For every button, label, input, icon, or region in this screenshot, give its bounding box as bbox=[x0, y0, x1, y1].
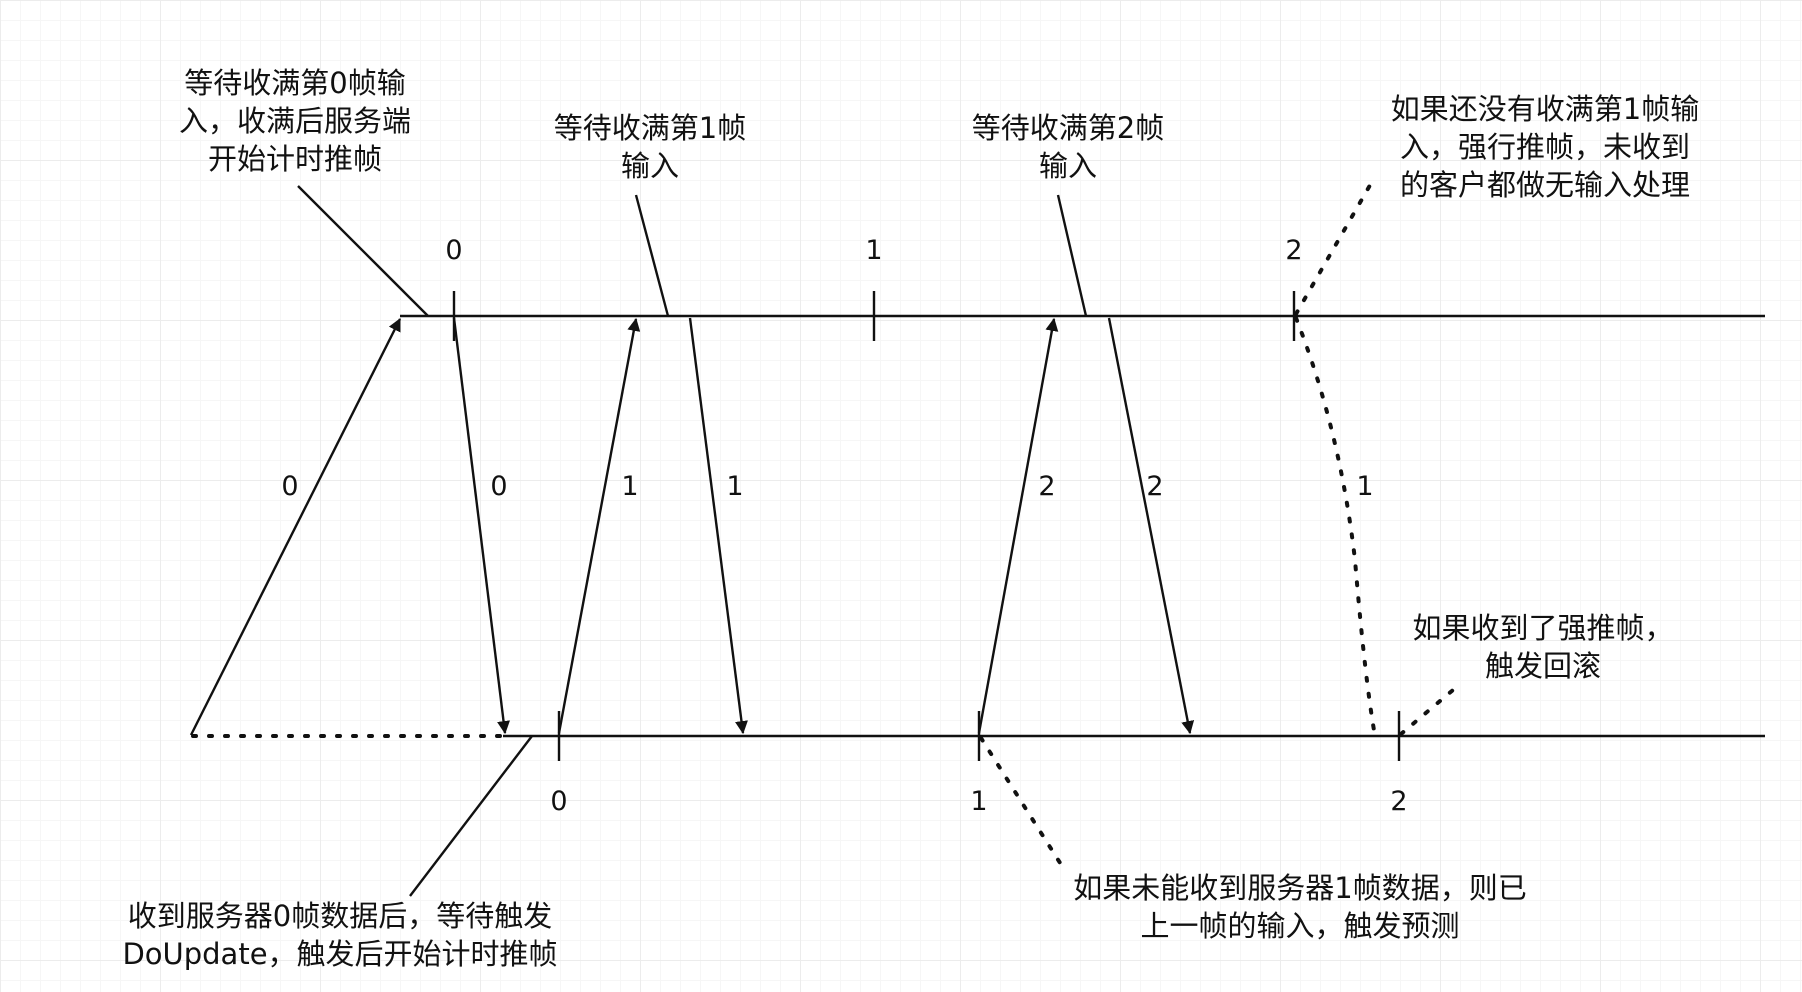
msg-label-c2s-1: 1 bbox=[621, 471, 639, 502]
annotation-rollback: 如果收到了强推帧， 触发回滚 bbox=[1412, 611, 1674, 683]
annotation-client-start: 收到服务器0帧数据后，等待触发 DoUpdate，触发后开始计时推帧 bbox=[122, 899, 558, 971]
leader-wait-frame0 bbox=[297, 185, 429, 317]
annotation-wait-frame1: 等待收满第1帧 输入 bbox=[553, 111, 747, 183]
msg-arrow-c2s-1 bbox=[557, 317, 641, 734]
annotation-force-push: 如果还没有收满第1帧输 入，强行推帧，未收到 的客户都做无输入处理 bbox=[1390, 92, 1700, 202]
annotation-predict: 如果未能收到服务器1帧数据，则已 上一帧的输入，触发预测 bbox=[1073, 871, 1527, 943]
msg-forced-frame-dotted bbox=[1294, 316, 1377, 738]
leader-wait-frame1 bbox=[634, 194, 670, 317]
client-tick-label-2: 2 bbox=[1390, 786, 1408, 817]
msg-label-c2s-0: 0 bbox=[281, 471, 299, 502]
client-tick-label-1: 1 bbox=[970, 786, 988, 817]
msg-label-forced: 1 bbox=[1356, 471, 1374, 502]
server-tick-label-1: 1 bbox=[865, 235, 883, 266]
msg-arrow-s2c-2 bbox=[1107, 317, 1195, 735]
msg-arrow-c2s-2 bbox=[977, 317, 1059, 734]
client-tick-label-0: 0 bbox=[550, 786, 568, 817]
annotation-wait-frame0: 等待收满第0帧输 入，收满后服务端 开始计时推帧 bbox=[178, 66, 411, 176]
server-tick-label-2: 2 bbox=[1285, 235, 1303, 266]
msg-arrow-s2c-0 bbox=[452, 317, 510, 735]
server-tick-label-0: 0 bbox=[445, 235, 463, 266]
msg-label-c2s-2: 2 bbox=[1038, 471, 1056, 502]
leader-wait-frame2 bbox=[1056, 194, 1088, 317]
leader-rollback bbox=[1399, 688, 1455, 736]
leader-client-start bbox=[409, 735, 533, 897]
msg-arrow-c2s-0 bbox=[189, 318, 402, 736]
msg-arrow-s2c-1 bbox=[688, 317, 748, 735]
leader-predict bbox=[979, 736, 1064, 868]
leader-force-push bbox=[1294, 178, 1375, 316]
msg-label-s2c-1: 1 bbox=[726, 471, 744, 502]
msg-label-s2c-0: 0 bbox=[490, 471, 508, 502]
annotation-wait-frame2: 等待收满第2帧 输入 bbox=[971, 111, 1165, 183]
msg-label-s2c-2: 2 bbox=[1146, 471, 1164, 502]
